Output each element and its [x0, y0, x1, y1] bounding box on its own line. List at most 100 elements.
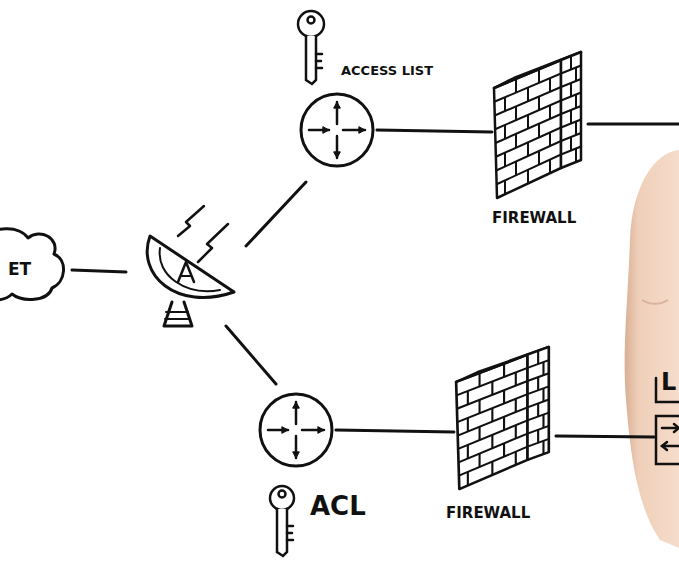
arrow-head [334, 102, 341, 108]
brick-line [495, 87, 561, 116]
wire [246, 182, 306, 246]
router-node-shape [299, 92, 375, 168]
cloud-outline [0, 229, 64, 300]
brick-joint [549, 105, 551, 119]
brick-joint [537, 403, 539, 416]
node-label: ACL [310, 492, 366, 521]
brick-joint [503, 443, 505, 456]
brick-joint [575, 95, 577, 109]
network-link [336, 430, 454, 432]
cloud-node: ET [0, 232, 64, 296]
brick-joint [515, 106, 517, 120]
brick-line [497, 155, 561, 185]
brick-joint [542, 441, 544, 454]
brick-joint [478, 400, 480, 413]
brick-joint [515, 425, 517, 438]
brick-joint [503, 390, 505, 403]
brick-joint [467, 391, 469, 404]
wall-side [561, 52, 581, 168]
brick-joint [478, 427, 480, 440]
sketch-label: L [661, 370, 676, 394]
arrow-head [359, 127, 365, 134]
brick-joint [538, 124, 540, 138]
router-arrows [268, 402, 324, 458]
brick-line [457, 381, 528, 409]
brick-joint [542, 415, 544, 428]
router-arrows [309, 102, 365, 158]
arrow-head [334, 152, 341, 158]
brick-joint [503, 417, 505, 430]
brick-joint [515, 134, 517, 148]
brick-joint [515, 79, 517, 93]
brick-joint [527, 87, 529, 101]
brick-joint [570, 137, 572, 151]
node-label: ET [8, 260, 31, 279]
router-node: ACL [258, 392, 334, 468]
wall-front [494, 60, 561, 198]
wire [72, 270, 126, 272]
brick-joint [570, 56, 572, 70]
brick-joint [527, 142, 529, 156]
brick-joint [537, 430, 539, 443]
firewall-node-shape [454, 345, 552, 491]
firewall-node: FIREWALL [492, 50, 584, 200]
brick-joint [538, 151, 540, 165]
finger-crease [642, 300, 668, 304]
brick-joint [515, 399, 517, 412]
node-label: ACCESS LIST [341, 64, 433, 78]
brick-joint [570, 110, 572, 124]
brick-joint [504, 125, 506, 139]
signal-bolts [178, 206, 228, 262]
brick-joint [542, 362, 544, 375]
brick-joint [491, 462, 493, 475]
brick-line [496, 114, 562, 143]
brick-line [459, 447, 528, 476]
brick-joint [478, 373, 480, 386]
arrow-head [318, 427, 324, 434]
brick-joint [575, 68, 577, 82]
firewall-node-shape [492, 50, 584, 200]
brick-joint [538, 69, 540, 83]
router-outline [260, 394, 332, 466]
brick-joint [491, 381, 493, 394]
wire [588, 123, 679, 126]
brick-joint [515, 372, 517, 385]
key-icon [298, 11, 324, 84]
firewall-node: FIREWALL [454, 345, 552, 491]
wall-front [456, 355, 527, 489]
router-outline [301, 94, 373, 166]
arrow-head [282, 427, 288, 434]
brick-line [459, 434, 528, 463]
brick-joint [570, 83, 572, 97]
brick-joint [575, 149, 577, 163]
brick-joint [549, 160, 551, 174]
brick-joint [504, 153, 506, 167]
brick-joint [491, 435, 493, 448]
wire [226, 326, 276, 384]
brick-joint [504, 180, 506, 194]
satellite-dish [147, 236, 234, 326]
brick-line [496, 141, 561, 171]
brick-line [458, 407, 528, 435]
brick-joint [503, 364, 505, 377]
brick-joint [491, 408, 493, 421]
brick-joint [549, 132, 551, 146]
brick-wall [494, 52, 581, 198]
hand [625, 150, 679, 548]
brick-joint [467, 418, 469, 431]
router-node-shape [258, 392, 334, 468]
brick-joint [467, 472, 469, 486]
brick-joint [537, 351, 539, 364]
brick-joint [542, 388, 544, 401]
node-label: FIREWALL [492, 210, 576, 227]
brick-joint [467, 445, 469, 458]
brick-joint [527, 115, 529, 129]
brick-joint [515, 452, 517, 465]
brick-joint [575, 122, 577, 136]
brick-joint [504, 97, 506, 111]
node-label: FIREWALL [446, 505, 530, 522]
wall-side [528, 347, 549, 460]
wire [556, 436, 654, 437]
brick-joint [537, 377, 539, 390]
